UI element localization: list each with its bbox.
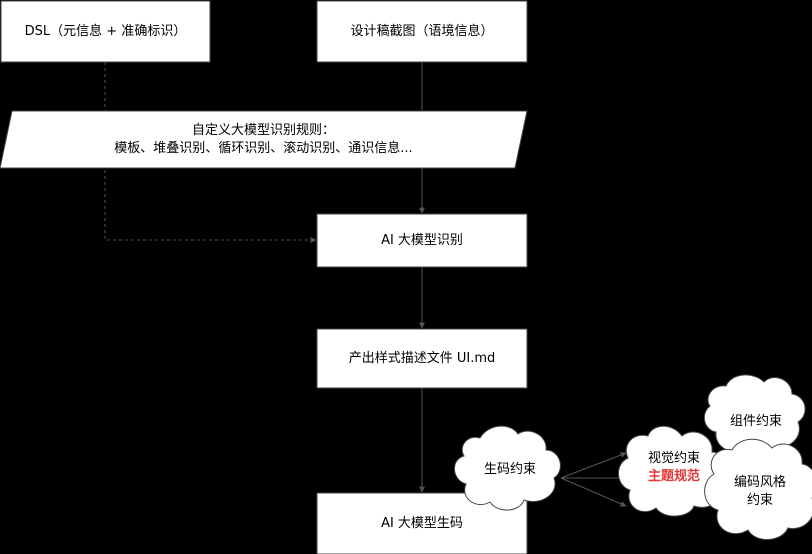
dsl-node-label: DSL（元信息 + 准确标识） xyxy=(24,23,187,39)
dsl-node: DSL（元信息 + 准确标识） xyxy=(1,1,210,62)
ai-recognize-node: AI 大模型识别 xyxy=(317,214,527,267)
design-box xyxy=(316,0,528,63)
visual-constraint-node: 视觉约束 主题规范 xyxy=(624,446,724,490)
output-doc-node: 产出样式描述文件 UI.md xyxy=(317,329,527,388)
ai-recognize-label: AI 大模型识别 xyxy=(381,232,463,248)
codegen-to-visual-connector-3 xyxy=(560,477,627,507)
output-doc-label: 产出样式描述文件 UI.md xyxy=(348,350,496,366)
style-constraint-label-line2: 约束 xyxy=(746,493,773,508)
dsl-box xyxy=(0,0,211,63)
component-constraint-node: 组件约束 xyxy=(706,404,806,440)
visual-constraint-cloud xyxy=(618,425,729,517)
ai-generate-label: AI 大模型生码 xyxy=(381,515,463,531)
style-constraint-node: 编码风格 约束 xyxy=(710,470,810,514)
ai-generate-node: AI 大模型生码 xyxy=(317,493,527,554)
theme-spec-label: 主题规范 xyxy=(647,469,700,484)
codegen-constraint-node: 生码约束 xyxy=(460,452,560,488)
style-constraint-cloud xyxy=(704,438,812,540)
visual-constraint-label: 视觉约束 xyxy=(647,451,700,466)
rules-node-detail: 模板、堆叠识别、循环识别、滚动识别、通识信息... xyxy=(114,140,413,156)
rules-parallelogram xyxy=(0,110,528,169)
rules-node: 自定义大模型识别规则： 模板、堆叠识别、循环识别、滚动识别、通识信息... xyxy=(12,111,515,168)
ai-recognize-box xyxy=(316,213,528,268)
component-constraint-label: 组件约束 xyxy=(729,414,782,429)
design-node-label: 设计稿截图（语境信息） xyxy=(350,23,494,39)
codegen-constraint-cloud xyxy=(454,425,561,511)
output-doc-box xyxy=(316,328,528,389)
dsl-to-ai-connector xyxy=(104,62,317,243)
rules-node-title: 自定义大模型识别规则： xyxy=(191,122,335,138)
codegen-constraint-label: 生码约束 xyxy=(483,462,536,477)
codegen-to-visual-connector-1 xyxy=(560,452,627,479)
design-node: 设计稿截图（语境信息） xyxy=(317,1,527,62)
style-constraint-label-line1: 编码风格 xyxy=(733,475,786,490)
